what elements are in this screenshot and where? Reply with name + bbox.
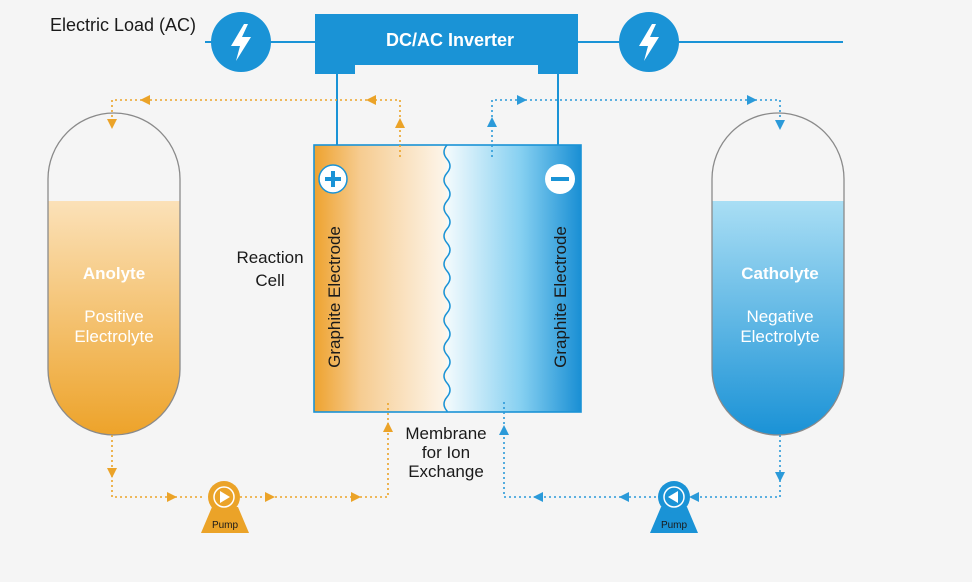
membrane-label-1: Membrane [405,424,486,443]
lightning-bolt-icon [211,12,271,72]
catholyte-subtitle-1: Negative [746,307,813,326]
lightning-bolt-icon [619,12,679,72]
catholyte-tank: Catholyte Negative Electrolyte [711,112,845,436]
inverter-label: DC/AC Inverter [386,30,514,50]
anolyte-subtitle-1: Positive [84,307,144,326]
pump-left-label: Pump [212,520,239,531]
reaction-cell: Graphite Electrode Graphite Electrode [313,144,582,413]
reaction-cell-label-1: Reaction [236,248,303,267]
ion-membrane [443,144,451,412]
reaction-cell-label-2: Cell [255,271,284,290]
pump-right: Pump [650,481,698,533]
electrode-right-label: Graphite Electrode [551,226,570,368]
catholyte-subtitle-2: Electrolyte [740,327,819,346]
pump-left: Pump [201,481,249,533]
anolyte-subtitle-2: Electrolyte [74,327,153,346]
anolyte-title: Anolyte [83,264,145,283]
membrane-label-2: for Ion [422,443,470,462]
electrode-wires [336,74,559,145]
catholyte-title: Catholyte [741,264,818,283]
catholyte-flow-arrows [487,95,785,502]
membrane-label-3: Exchange [408,462,484,481]
minus-icon [545,164,575,194]
electrode-left-label: Graphite Electrode [325,226,344,368]
electric-load-label: Electric Load (AC) [50,15,196,35]
anolyte-flow-arrows [107,95,405,502]
anolyte-tank: Anolyte Positive Electrolyte [47,112,181,436]
anolyte-flow-path [111,99,401,498]
pump-right-label: Pump [661,520,688,531]
plus-icon [318,164,348,194]
dc-ac-inverter: DC/AC Inverter [315,14,578,74]
